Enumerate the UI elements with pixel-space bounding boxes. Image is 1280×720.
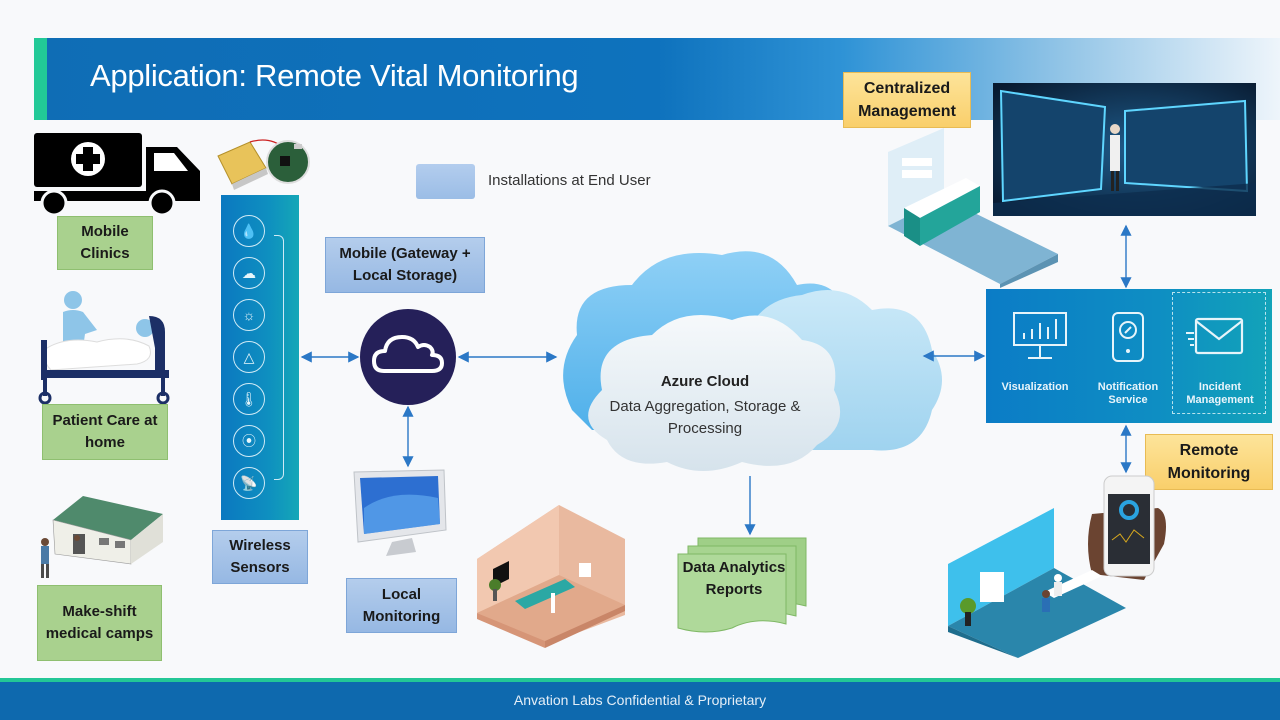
remote-office-illustration xyxy=(948,508,1126,658)
legend-swatch xyxy=(416,164,475,199)
warning-icon: △ xyxy=(233,341,265,373)
footer-bar xyxy=(0,682,1280,720)
reports-stack-icon xyxy=(677,537,807,633)
footer-accent-line xyxy=(0,678,1280,682)
azure-cloud-graphic xyxy=(563,251,942,471)
hospital-room-illustration xyxy=(477,505,625,648)
wireless-sensors-label: Wireless Sensors xyxy=(212,530,308,584)
centralized-management-label: Centralized Management xyxy=(843,72,971,128)
antenna-icon: 📡 xyxy=(233,467,265,499)
ambulance-truck-icon xyxy=(34,133,200,216)
remote-monitoring-label: Remote Monitoring xyxy=(1145,434,1273,490)
visualization-label: Visualization xyxy=(1001,381,1069,393)
local-monitoring-label: Local Monitoring xyxy=(346,578,457,633)
chart-monitor-icon xyxy=(1013,312,1067,359)
footer-text: Anvation Labs Confidential & Proprietary xyxy=(513,692,767,708)
sensor-bus-connector xyxy=(274,235,284,480)
gateway-node xyxy=(360,309,456,405)
envelope-icon xyxy=(1186,317,1244,355)
gateway-label: Mobile (Gateway + Local Storage) xyxy=(325,237,485,293)
control-center-image xyxy=(993,83,1256,216)
incident-management-highlight xyxy=(1172,292,1266,414)
page-title: Application: Remote Vital Monitoring xyxy=(90,58,579,93)
notification-service-label: Notification Service xyxy=(1097,381,1159,406)
cloud-icon xyxy=(372,335,444,373)
patient-care-home-label: Patient Care at home xyxy=(42,404,168,460)
temperature-icon: 🌡 xyxy=(233,383,265,415)
phone-notification-icon xyxy=(1112,312,1144,362)
make-shift-camps-label: Make-shift medical camps xyxy=(37,585,162,661)
patient-bed-icon xyxy=(38,291,170,405)
mobile-clinics-label: Mobile Clinics xyxy=(57,216,153,270)
light-icon: ☼ xyxy=(233,299,265,331)
proximity-icon: ⦿ xyxy=(233,425,265,457)
weather-icon: ☁ xyxy=(233,257,265,289)
medical-camp-house-icon xyxy=(41,496,163,578)
services-panel: Visualization Notification Service Incid… xyxy=(986,289,1272,423)
sensor-hardware-icon xyxy=(217,139,310,190)
wireless-sensors-panel: 💧 ☁ ☼ △ 🌡 ⦿ 📡 xyxy=(221,195,299,520)
legend-label: Installations at End User xyxy=(488,172,651,189)
humidity-icon: 💧 xyxy=(233,215,265,247)
nurse-station-illustration xyxy=(888,128,1058,288)
monitor-icon xyxy=(353,469,447,556)
cloud-title: Azure Cloud xyxy=(660,373,750,390)
data-analytics-reports-label: Data Analytics Reports xyxy=(682,559,786,598)
header-accent-bar xyxy=(34,38,47,120)
cloud-subtitle: Data Aggregation, Storage & Processing xyxy=(609,398,801,437)
incident-management-label: Incident Management xyxy=(1186,381,1254,406)
smartphone-hand-icon xyxy=(1088,475,1166,580)
